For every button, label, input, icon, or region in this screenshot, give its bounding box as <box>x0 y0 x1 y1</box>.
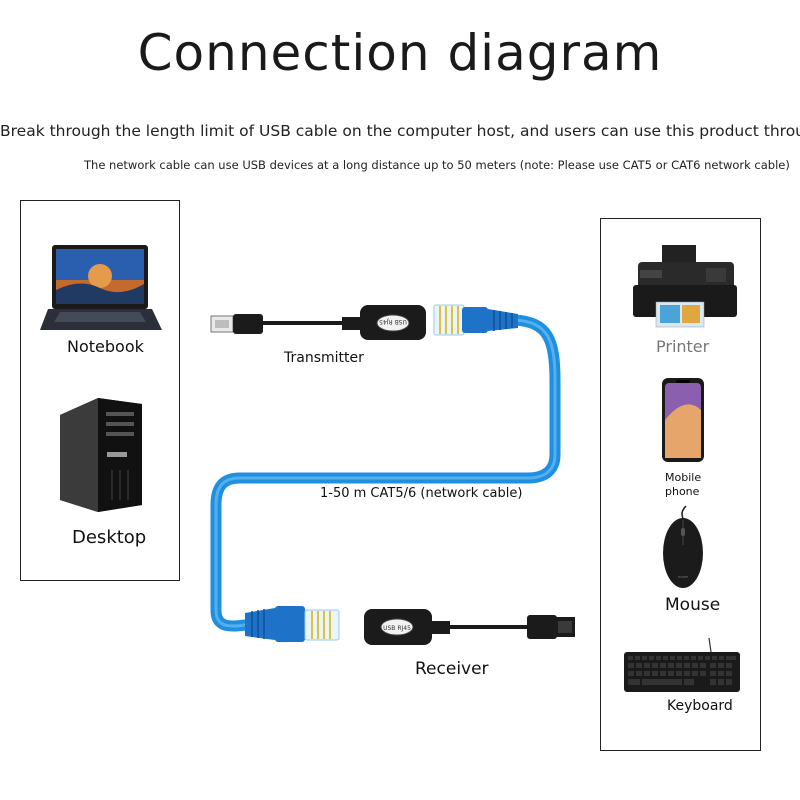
receiver-label: Receiver <box>415 659 489 679</box>
svg-text:USB RJ45: USB RJ45 <box>379 318 407 325</box>
transmitter-label: Transmitter <box>284 350 364 366</box>
mobile-phone-label: Mobile phone <box>665 471 701 499</box>
mouse-icon: HOSEE <box>663 505 703 588</box>
keyboard-icon <box>624 637 740 692</box>
receiver-rj45-plug-icon <box>245 606 340 642</box>
notebook-label: Notebook <box>67 337 144 356</box>
receiver-usb-female-icon <box>527 615 575 639</box>
laptop-icon <box>40 245 162 330</box>
transmitter-rj45-plug-icon <box>433 304 518 336</box>
transmitter-usb-plug-icon <box>210 314 263 334</box>
page-title: Connection diagram <box>137 24 663 82</box>
desktop-label: Desktop <box>72 527 147 548</box>
printer-icon <box>633 245 737 328</box>
description-line-2: The network cable can use USB devices at… <box>84 158 790 172</box>
mobile-phone-label-line2: phone <box>665 485 700 498</box>
keyboard-label: Keyboard <box>667 698 733 714</box>
transmitter-adapter-icon: USB RJ45 <box>360 305 426 340</box>
network-cable <box>210 314 561 632</box>
smartphone-icon <box>662 378 704 462</box>
mobile-phone-label-line1: Mobile <box>665 471 702 484</box>
svg-text:HOSEE: HOSEE <box>678 575 688 579</box>
description-line-1: Break through the length limit of USB ca… <box>0 122 800 140</box>
printer-label: Printer <box>656 337 710 356</box>
mouse-label: Mouse <box>665 595 721 615</box>
desktop-tower-icon <box>60 398 142 512</box>
network-cable-label: 1-50 m CAT5/6 (network cable) <box>320 486 523 501</box>
receiver-adapter-icon: USB RJ45 <box>364 609 432 645</box>
svg-text:USB RJ45: USB RJ45 <box>383 625 411 632</box>
